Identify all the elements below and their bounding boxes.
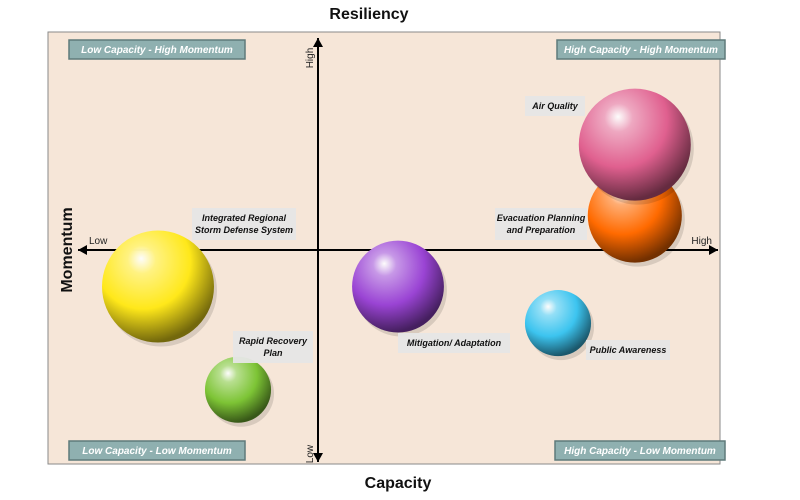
x-axis-arrow-left — [78, 245, 87, 255]
svg-text:High Capacity - Low Momentum: High Capacity - Low Momentum — [564, 446, 716, 457]
x-axis-title: Capacity — [365, 475, 432, 492]
bubble-label-public-awareness: Public Awareness — [586, 340, 670, 360]
bubble-rapid-recovery-plan — [204, 356, 272, 423]
svg-text:Plan: Plan — [263, 348, 283, 358]
y-axis-low-label: Low — [305, 444, 316, 463]
y-axis-arrow-top — [313, 38, 323, 47]
quadrant-label-bottom-left: Low Capacity - Low Momentum — [68, 440, 246, 461]
bubble-label-mitigation-adaptation: Mitigation/ Adaptation — [398, 333, 510, 353]
bubble-integrated-regional-storm-defense-system — [102, 230, 214, 343]
chart-title: Resiliency — [329, 6, 408, 23]
x-axis-arrow-right — [709, 245, 718, 255]
svg-text:Evacuation Planning: Evacuation Planning — [497, 213, 586, 223]
svg-text:Integrated Regional: Integrated Regional — [202, 213, 287, 223]
svg-text:Mitigation/ Adaptation: Mitigation/ Adaptation — [407, 338, 502, 348]
svg-text:and Preparation: and Preparation — [507, 225, 576, 235]
y-axis-arrow-bottom — [313, 453, 323, 462]
bubble-label-air-quality: Air Quality — [525, 96, 585, 116]
y-axis-high-label: High — [305, 48, 316, 69]
x-axis-high-label: High — [691, 236, 712, 247]
svg-text:Public Awareness: Public Awareness — [590, 345, 667, 355]
bubbles — [102, 88, 694, 427]
quadrant-label-top-left: Low Capacity - High Momentum — [68, 39, 246, 60]
bubble-label-evacuation-planning-and-preparation: Evacuation Planning and Preparation — [495, 208, 587, 240]
svg-text:Rapid Recovery: Rapid Recovery — [239, 336, 308, 346]
svg-text:Low Capacity - Low Momentum: Low Capacity - Low Momentum — [82, 446, 232, 457]
quadrant-label-bottom-right: High Capacity - Low Momentum — [554, 440, 726, 461]
quadrant-label-top-right: High Capacity - High Momentum — [556, 39, 726, 60]
svg-text:Air Quality: Air Quality — [531, 101, 579, 111]
bubble-public-awareness — [524, 290, 592, 357]
bubble-air-quality — [578, 88, 691, 201]
svg-text:High Capacity - High Momentum: High Capacity - High Momentum — [564, 45, 718, 56]
svg-text:Low Capacity - High Momentum: Low Capacity - High Momentum — [81, 45, 233, 56]
svg-text:Storm Defense System: Storm Defense System — [195, 225, 293, 235]
x-axis-low-label: Low — [89, 236, 108, 247]
bubble-mitigation-adaptation — [352, 240, 444, 333]
y-axis-title: Momentum — [59, 207, 76, 292]
